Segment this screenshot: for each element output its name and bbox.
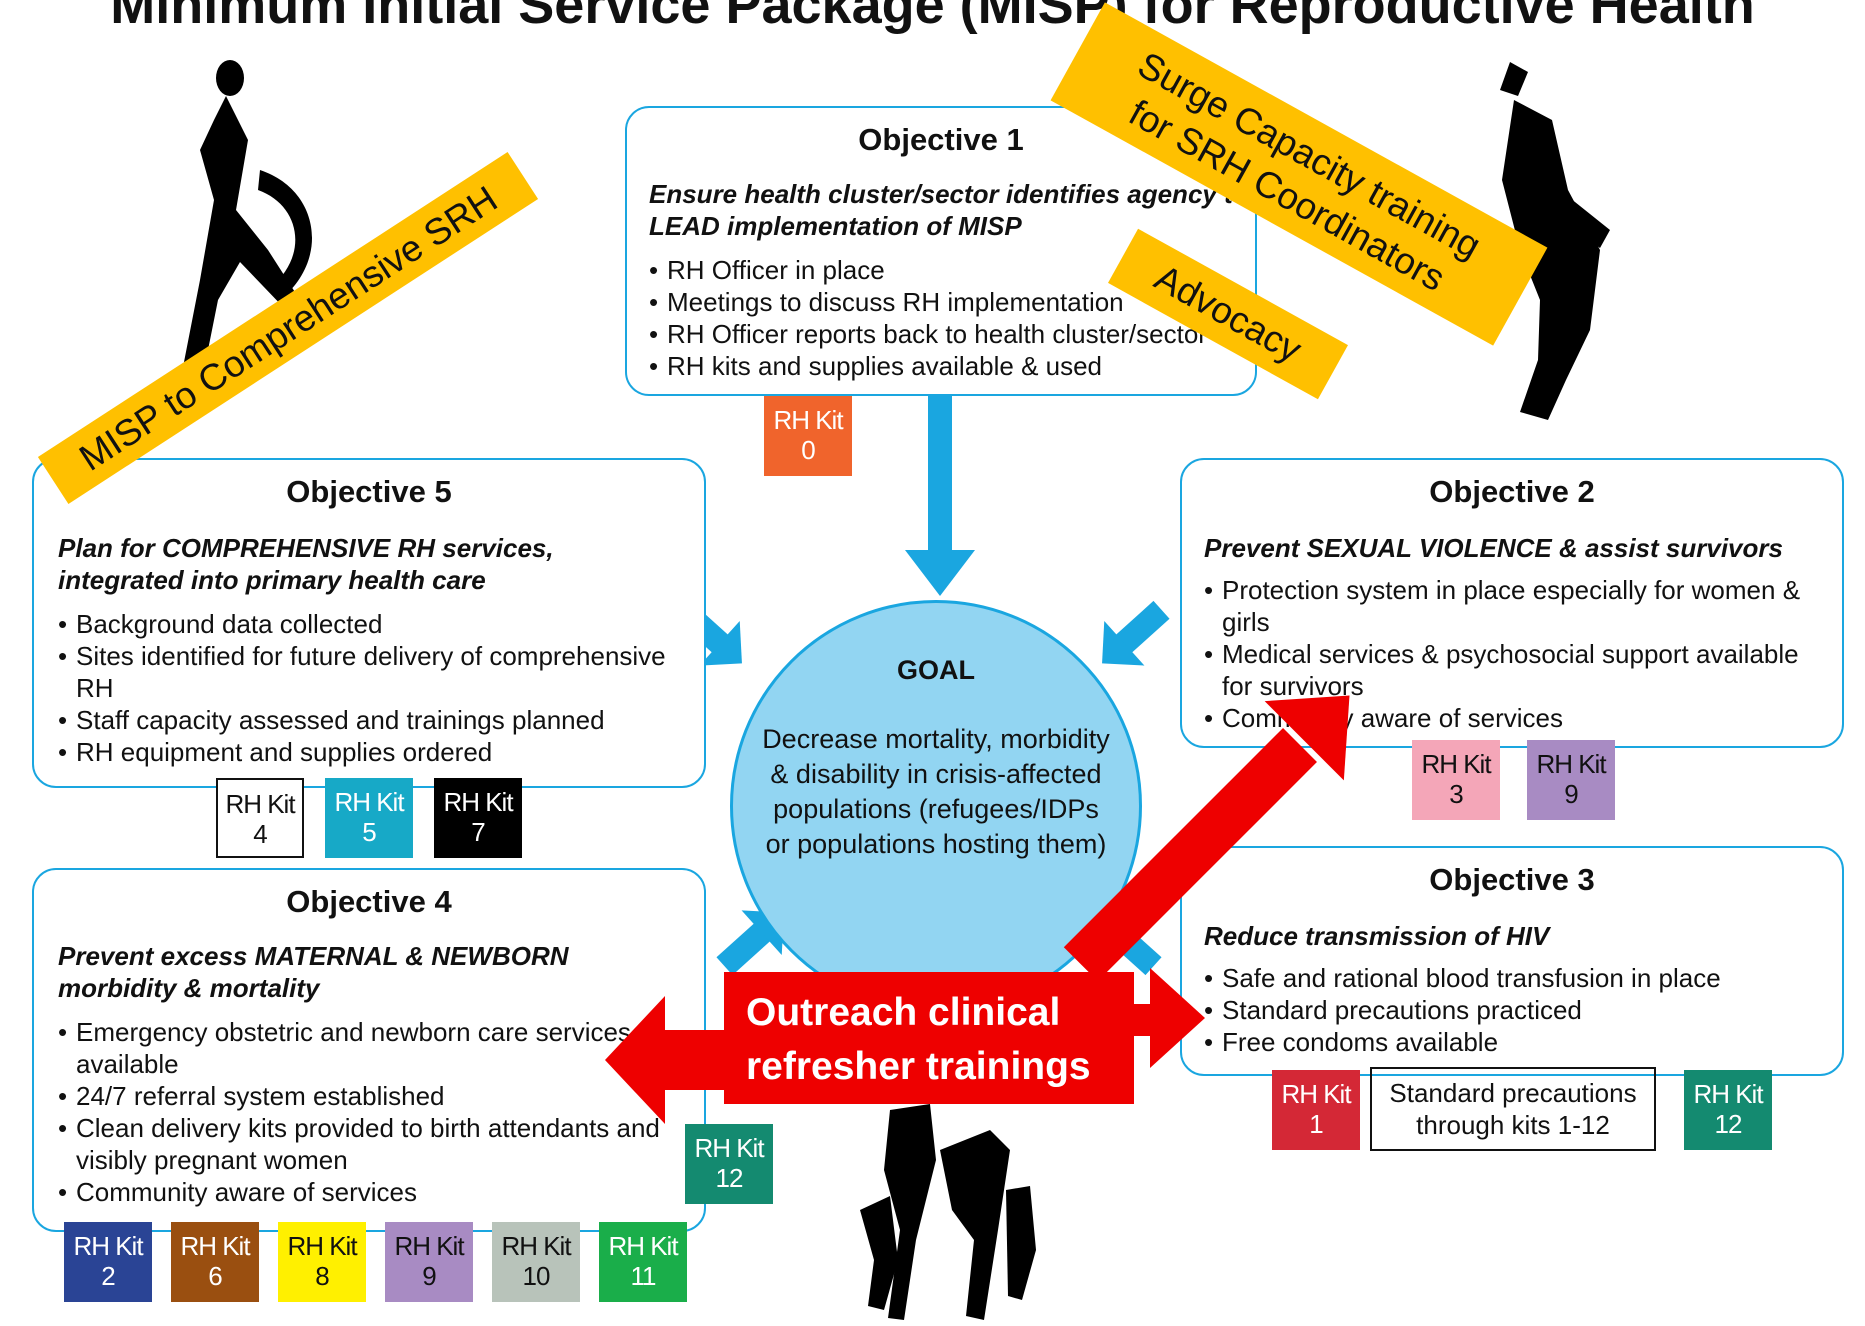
group-silhouette-icon [860, 1104, 1036, 1320]
objective-5-list: Background data collected Sites identifi… [58, 608, 688, 768]
list-item: Free condoms available [1204, 1026, 1824, 1058]
list-item: Emergency obstetric and newborn care ser… [58, 1016, 678, 1080]
objective-3-list: Safe and rational blood transfusion in p… [1204, 962, 1824, 1058]
objective-2-list: Protection system in place especially fo… [1204, 574, 1834, 734]
standard-precautions-note: Standard precautions through kits 1-12 [1370, 1067, 1656, 1151]
list-item: Standard precautions practiced [1204, 994, 1824, 1026]
objective-4-subtitle: Prevent excess MATERNAL & NEWBORN morbid… [58, 941, 569, 1003]
list-item: Medical services & psychosocial support … [1204, 638, 1834, 702]
person-silhouette-icon [184, 60, 313, 370]
objective-1-title: Objective 1 [858, 122, 1024, 157]
objective-4-box: Objective 4 Prevent excess MATERNAL & NE… [32, 868, 706, 1232]
list-item: Clean delivery kits provided to birth at… [58, 1112, 678, 1176]
objective-5-subtitle: Plan for COMPREHENSIVE RH services, inte… [58, 533, 554, 595]
arrow-obj1-head [905, 550, 975, 596]
page-title: Minimum Initial Service Package (MISP) f… [110, 0, 1755, 35]
objective-1-box: Objective 1 Ensure health cluster/sector… [625, 106, 1257, 396]
list-item: RH Officer in place [649, 254, 1249, 286]
list-item: Staff capacity assessed and trainings pl… [58, 704, 688, 736]
objective-2-subtitle: Prevent SEXUAL VIOLENCE & assist survivo… [1204, 533, 1783, 563]
objective-3-subtitle: Reduce transmission of HIV [1204, 921, 1550, 951]
objective-1-subtitle: Ensure health cluster/sector identifies … [649, 179, 1249, 241]
objective-4-list: Emergency obstetric and newborn care ser… [58, 1016, 678, 1208]
outreach-line-1: Outreach clinical [746, 991, 1061, 1034]
objective-3-title: Objective 3 [1429, 862, 1595, 897]
objective-1-list: RH Officer in place Meetings to discuss … [649, 254, 1249, 382]
arrow-obj1-shaft [928, 395, 952, 555]
outreach-trainings-banner: Outreach clinical refresher trainings [724, 972, 1134, 1104]
objective-2-box: Objective 2 Prevent SEXUAL VIOLENCE & as… [1180, 458, 1844, 748]
list-item: RH equipment and supplies ordered [58, 736, 688, 768]
list-item: RH kits and supplies available & used [649, 350, 1249, 382]
objective-3-box: Objective 3 Reduce transmission of HIV S… [1180, 846, 1844, 1076]
objective-2-title: Objective 2 [1429, 474, 1595, 509]
objective-5-title: Objective 5 [286, 474, 452, 509]
objective-4-title: Objective 4 [286, 884, 452, 919]
list-item: Background data collected [58, 608, 688, 640]
objective-5-box: Objective 5 Plan for COMPREHENSIVE RH se… [32, 458, 706, 788]
list-item: Protection system in place especially fo… [1204, 574, 1834, 638]
person-silhouette-icon [1500, 62, 1610, 420]
list-item: Community aware of services [58, 1176, 678, 1208]
list-item: 24/7 referral system established [58, 1080, 678, 1112]
arrow-obj2 [1102, 600, 1170, 666]
list-item: RH Officer reports back to health cluste… [649, 318, 1249, 350]
goal-heading: GOAL [897, 655, 975, 685]
list-item: Safe and rational blood transfusion in p… [1204, 962, 1824, 994]
list-item: Meetings to discuss RH implementation [649, 286, 1249, 318]
goal-text: Decrease mortality, morbidity & disabili… [762, 724, 1110, 859]
outreach-line-2: refresher trainings [746, 1045, 1091, 1088]
list-item: Sites identified for future delivery of … [58, 640, 688, 704]
